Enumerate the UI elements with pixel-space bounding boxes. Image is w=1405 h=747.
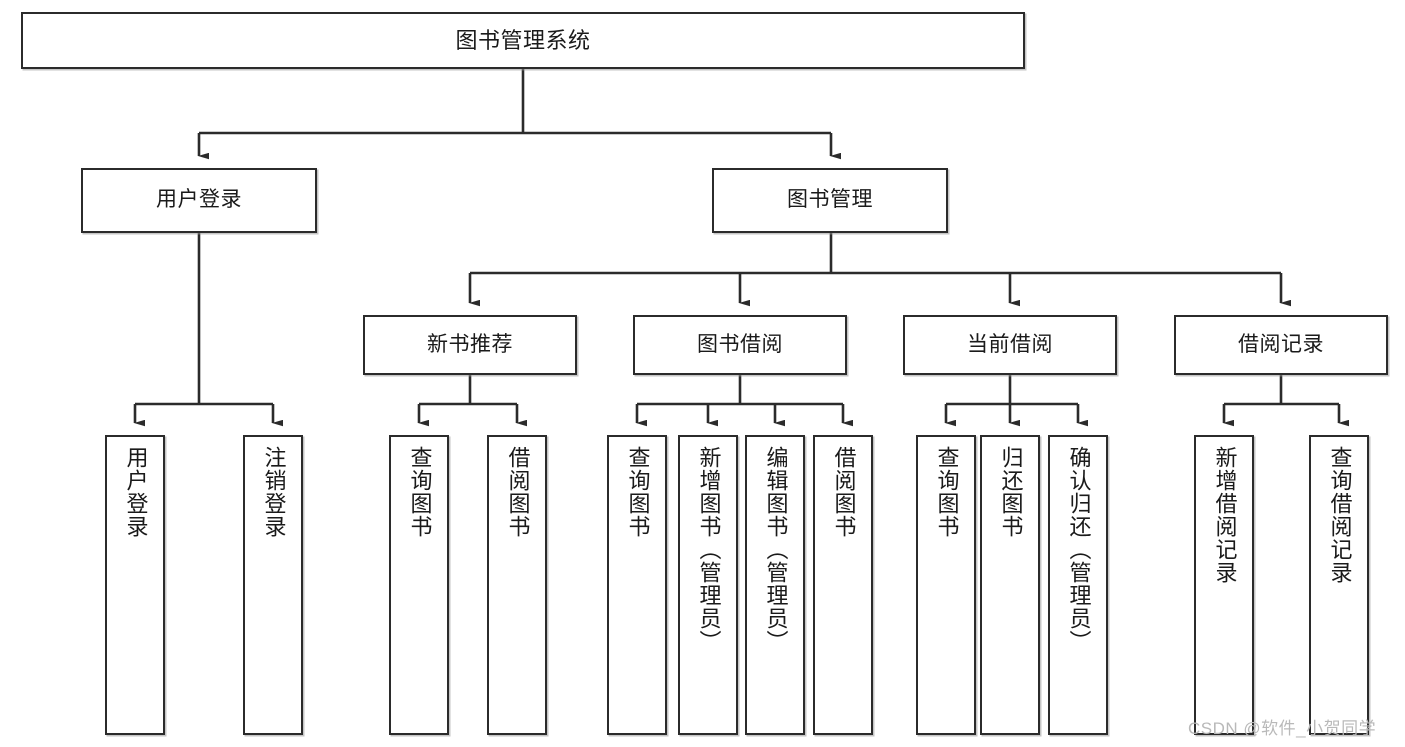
node-label: 归还图书 — [998, 446, 1024, 538]
node-label: 查询图书 — [934, 446, 960, 538]
node-label: 用户登录 — [123, 446, 149, 538]
watermark: CSDN @软件_小贺同学 — [1188, 719, 1377, 738]
leaf-recommend-borrow-book[interactable]: 借阅图书 — [487, 435, 547, 735]
node-label: 新书推荐 — [427, 332, 513, 356]
leaf-recommend-query-book[interactable]: 查询图书 — [389, 435, 449, 735]
leaf-user-login-signin[interactable]: 用户登录 — [105, 435, 165, 735]
node-new-book-recommend[interactable]: 新书推荐 — [363, 315, 577, 375]
node-label: 查询借阅记录 — [1327, 446, 1353, 584]
leaf-record-query-record[interactable]: 查询借阅记录 — [1309, 435, 1369, 735]
node-label: 图书管理 — [787, 188, 873, 212]
leaf-current-confirm-return-admin[interactable]: 确认归还（管理员） — [1048, 435, 1108, 735]
node-label: 注销登录 — [261, 446, 287, 538]
node-label: 新增借阅记录 — [1212, 446, 1238, 584]
node-label: 查询图书 — [625, 446, 651, 538]
leaf-record-add-record[interactable]: 新增借阅记录 — [1194, 435, 1254, 735]
node-label: 图书管理系统 — [455, 27, 591, 53]
leaf-borrow-add-book-admin[interactable]: 新增图书（管理员） — [678, 435, 738, 735]
node-label: 查询图书 — [407, 446, 433, 538]
node-book-management[interactable]: 图书管理 — [712, 168, 948, 233]
node-label: 当前借阅 — [967, 332, 1053, 356]
node-book-borrow[interactable]: 图书借阅 — [633, 315, 847, 375]
node-label: 借阅图书 — [505, 446, 531, 538]
node-label: 新增图书（管理员） — [696, 446, 722, 653]
leaf-current-return-book[interactable]: 归还图书 — [980, 435, 1040, 735]
node-label: 确认归还（管理员） — [1066, 446, 1092, 653]
node-label: 图书借阅 — [697, 332, 783, 356]
leaf-borrow-edit-book-admin[interactable]: 编辑图书（管理员） — [745, 435, 805, 735]
node-user-login[interactable]: 用户登录 — [81, 168, 317, 233]
node-label: 用户登录 — [156, 188, 242, 212]
node-label: 借阅记录 — [1238, 332, 1324, 356]
node-root-system[interactable]: 图书管理系统 — [21, 12, 1025, 69]
leaf-user-login-signout[interactable]: 注销登录 — [243, 435, 303, 735]
node-label: 借阅图书 — [831, 446, 857, 538]
leaf-borrow-query-book[interactable]: 查询图书 — [607, 435, 667, 735]
node-current-borrow[interactable]: 当前借阅 — [903, 315, 1117, 375]
node-label: 编辑图书（管理员） — [763, 446, 789, 653]
node-borrow-record[interactable]: 借阅记录 — [1174, 315, 1388, 375]
leaf-current-query-book[interactable]: 查询图书 — [916, 435, 976, 735]
leaf-borrow-borrow-book[interactable]: 借阅图书 — [813, 435, 873, 735]
